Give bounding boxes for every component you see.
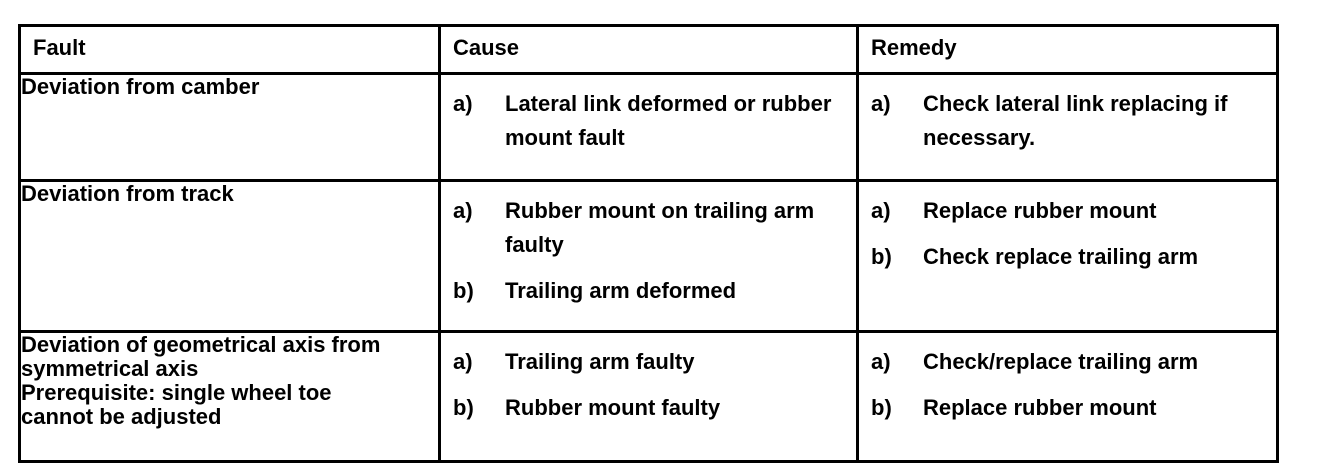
item-marker: a) — [871, 198, 891, 223]
list-item: a) Trailing arm faulty — [453, 345, 844, 379]
item-text: Trailing arm deformed — [505, 278, 737, 303]
fault-cell: Deviation from track — [18, 179, 441, 333]
item-marker: a) — [871, 349, 891, 374]
item-text: Check/replace trailing arm — [923, 349, 1199, 374]
fault-cause-remedy-table: Fault Cause Remedy Deviation from camber… — [18, 24, 1279, 463]
header-remedy: Remedy — [856, 24, 1279, 75]
fault-text: Deviation of geometrical axis from — [21, 332, 381, 357]
fault-cell: Deviation of geometrical axis from symme… — [18, 330, 441, 463]
item-text: Replace rubber mount — [923, 198, 1157, 223]
item-marker: a) — [453, 91, 473, 116]
fault-cell: Deviation from camber — [18, 72, 441, 182]
cause-list: a) Lateral link deformed or rubber mount… — [441, 75, 856, 155]
cause-cell: a) Rubber mount on trailing arm faulty b… — [438, 179, 859, 333]
item-text: Lateral link deformed or rubber mount fa… — [505, 91, 832, 150]
remedy-cell: a) Replace rubber mount b) Check replace… — [856, 179, 1279, 333]
remedy-list: a) Check/replace trailing arm b) Replace… — [859, 333, 1276, 425]
item-marker: b) — [871, 395, 892, 420]
item-text: Trailing arm faulty — [505, 349, 695, 374]
list-item: b) Check replace trailing arm — [871, 240, 1264, 274]
header-cause: Cause — [438, 24, 859, 75]
item-text: Check lateral link replacing if necessar… — [923, 91, 1228, 150]
table-row: Deviation of geometrical axis from symme… — [18, 330, 1279, 463]
list-item: a) Check lateral link replacing if neces… — [871, 87, 1264, 155]
fault-text: Deviation from track — [21, 181, 234, 206]
table-row: Deviation from track a) Rubber mount on … — [18, 179, 1279, 333]
fault-text: symmetrical axis — [21, 356, 199, 381]
table-row: Deviation from camber a) Lateral link de… — [18, 72, 1279, 182]
list-item: b) Rubber mount faulty — [453, 391, 844, 425]
item-marker: b) — [453, 395, 474, 420]
list-item: b) Replace rubber mount — [871, 391, 1264, 425]
item-marker: b) — [871, 244, 892, 269]
remedy-cell: a) Check lateral link replacing if neces… — [856, 72, 1279, 182]
cause-cell: a) Lateral link deformed or rubber mount… — [438, 72, 859, 182]
cause-cell: a) Trailing arm faulty b) Rubber mount f… — [438, 330, 859, 463]
fault-text: Deviation from camber — [21, 74, 260, 99]
item-text: Check replace trailing arm — [923, 244, 1199, 269]
cause-list: a) Rubber mount on trailing arm faulty b… — [441, 182, 856, 308]
remedy-list: a) Check lateral link replacing if neces… — [859, 75, 1276, 155]
fault-prerequisite: Prerequisite: single wheel toe — [21, 380, 332, 405]
list-item: b) Trailing arm deformed — [453, 274, 844, 308]
list-item: a) Replace rubber mount — [871, 194, 1264, 228]
item-text: Rubber mount on trailing arm faulty — [505, 198, 815, 257]
cause-list: a) Trailing arm faulty b) Rubber mount f… — [441, 333, 856, 425]
remedy-list: a) Replace rubber mount b) Check replace… — [859, 182, 1276, 274]
fault-prerequisite: cannot be adjusted — [21, 404, 222, 429]
list-item: a) Lateral link deformed or rubber mount… — [453, 87, 844, 155]
table-header-row: Fault Cause Remedy — [18, 24, 1279, 75]
item-text: Replace rubber mount — [923, 395, 1157, 420]
item-marker: b) — [453, 278, 474, 303]
list-item: a) Rubber mount on trailing arm faulty — [453, 194, 844, 262]
item-text: Rubber mount faulty — [505, 395, 721, 420]
remedy-cell: a) Check/replace trailing arm b) Replace… — [856, 330, 1279, 463]
item-marker: a) — [453, 198, 473, 223]
header-fault: Fault — [18, 24, 441, 75]
item-marker: a) — [453, 349, 473, 374]
list-item: a) Check/replace trailing arm — [871, 345, 1264, 379]
item-marker: a) — [871, 91, 891, 116]
